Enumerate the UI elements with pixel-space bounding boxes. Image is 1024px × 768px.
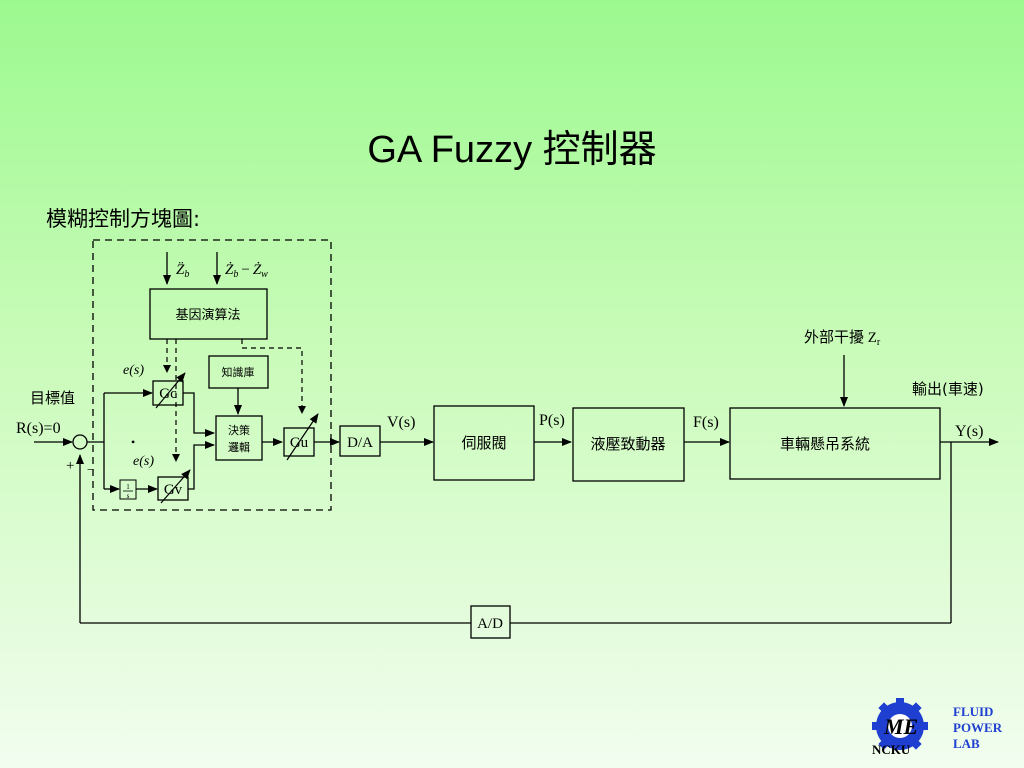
fluid-power-lab-logo: ME FLUID POWER LAB NCKU	[860, 698, 1020, 764]
error-label: e(s)	[123, 363, 144, 378]
servo-valve-block	[433, 405, 535, 481]
ad-label: A/D	[477, 616, 503, 632]
target-value-label: 目標值	[30, 389, 75, 407]
ad-converter-block	[470, 605, 511, 639]
school-name: NCKU	[872, 742, 911, 757]
decision-logic-label-1: 決策	[228, 423, 250, 437]
genetic-algorithm-label: 基因演算法	[175, 307, 240, 323]
vs-label: V(s)	[387, 414, 415, 431]
gu-label: Gu	[290, 435, 309, 451]
vehicle-suspension-label: 車輛懸吊系統	[780, 435, 870, 453]
error-rate-label: e(s)	[133, 454, 154, 469]
genetic-algorithm-block	[149, 288, 268, 340]
knowledge-base-label: 知識庫	[222, 365, 255, 379]
me-mark: ME	[883, 714, 918, 739]
zb-double-dot-label: Z̈b	[176, 261, 189, 280]
vehicle-suspension-block	[729, 407, 941, 480]
fs-label: F(s)	[693, 414, 719, 431]
disturbance-label: 外部干擾 Zr	[804, 329, 881, 348]
output-label: 輸出(車速)	[912, 380, 984, 398]
gear-logo-icon: ME	[872, 698, 928, 750]
gv-label: Gv	[164, 482, 183, 498]
zb-minus-zw-label: Żb−Żw	[225, 262, 268, 280]
plus-sign: +	[66, 458, 74, 474]
fuzzy-controller-frame	[92, 239, 332, 511]
da-converter-block	[339, 425, 381, 457]
differentiator-num: 1	[126, 483, 130, 491]
decision-logic-label-2: 邏輯	[228, 441, 250, 454]
summing-junction	[72, 434, 88, 450]
diagram-caption: 模糊控制方塊圖:	[46, 207, 201, 231]
minus-sign: −	[87, 462, 94, 477]
servo-valve-label: 伺服閥	[461, 434, 506, 452]
rs-label: R(s)=0	[16, 420, 61, 437]
slide-title: GA Fuzzy 控制器	[367, 129, 657, 171]
decision-logic-block	[215, 415, 263, 461]
hydraulic-actuator-label: 液壓致動器	[590, 435, 665, 453]
da-label: D/A	[347, 435, 373, 451]
hydraulic-actuator-block	[572, 407, 685, 482]
dot-mark: •	[131, 435, 135, 449]
ys-label: Y(s)	[955, 423, 983, 440]
ps-label: P(s)	[539, 412, 565, 429]
lab-name: FLUID POWER LAB	[953, 704, 1003, 751]
differentiator-den: s	[127, 492, 130, 500]
